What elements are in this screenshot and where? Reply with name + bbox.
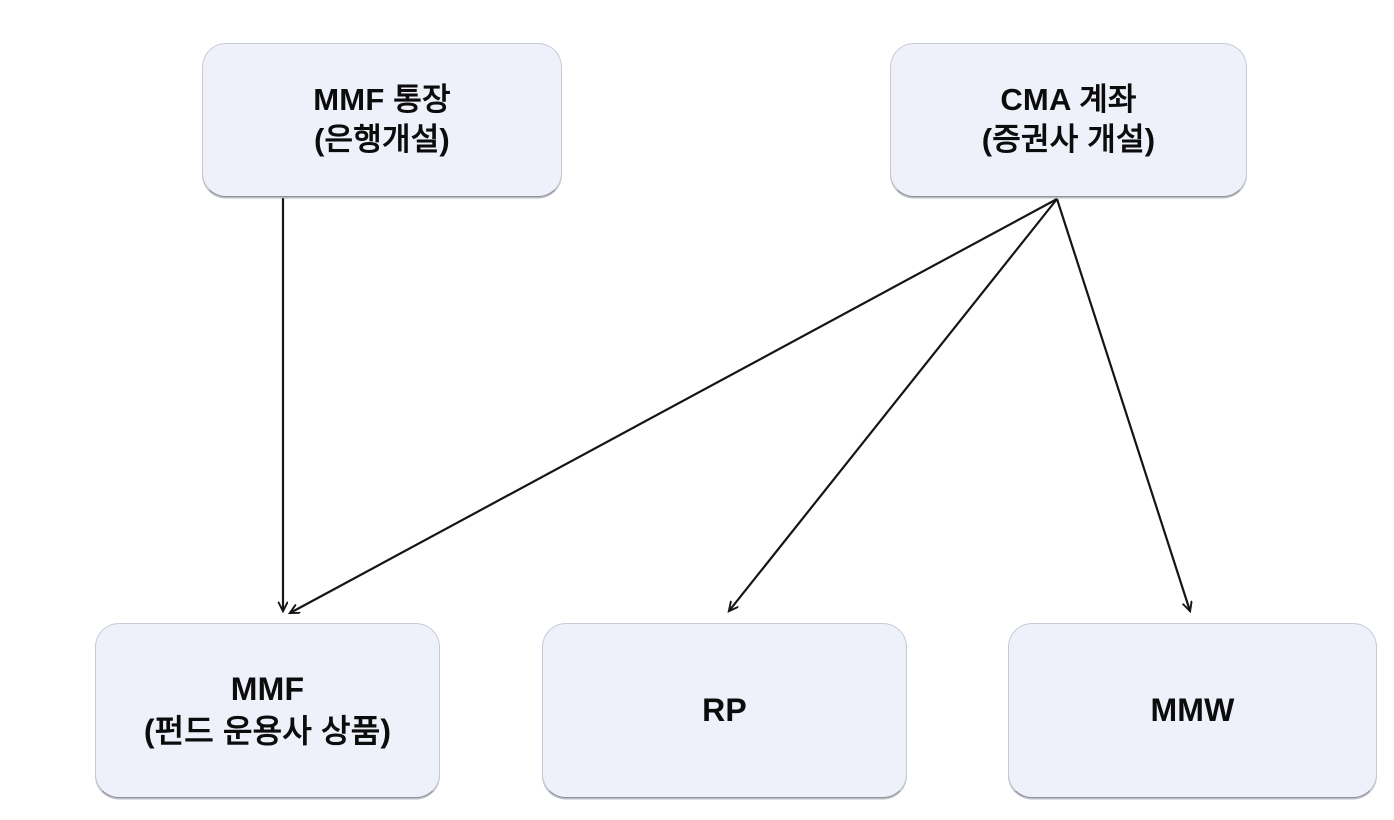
node-cma-account: CMA 계좌 (증권사 개설) (890, 43, 1247, 197)
edge-cma-account-to-rp (729, 198, 1058, 611)
node-cma-account-subtitle: (증권사 개설) (981, 122, 1156, 157)
node-cma-account-title: CMA 계좌 (1000, 81, 1137, 117)
node-mmf-passbook: MMF 통장 (은행개설) (202, 43, 562, 197)
node-mmf-passbook-subtitle: (은행개설) (314, 122, 450, 157)
node-rp-title: RP (702, 691, 747, 728)
edge-cma-account-to-mmf-product (290, 198, 1058, 613)
edge-cma-account-to-mmw (1055, 198, 1190, 611)
node-mmf-product-subtitle: (펀드 운용사 상품) (143, 712, 392, 749)
node-mmf-passbook-title: MMF 통장 (313, 81, 451, 117)
node-mmf-product: MMF (펀드 운용사 상품) (95, 623, 440, 798)
node-mmw-title: MMW (1150, 691, 1235, 728)
node-mmf-product-title: MMF (230, 670, 305, 707)
node-mmw: MMW (1008, 623, 1377, 798)
node-rp: RP (542, 623, 907, 798)
